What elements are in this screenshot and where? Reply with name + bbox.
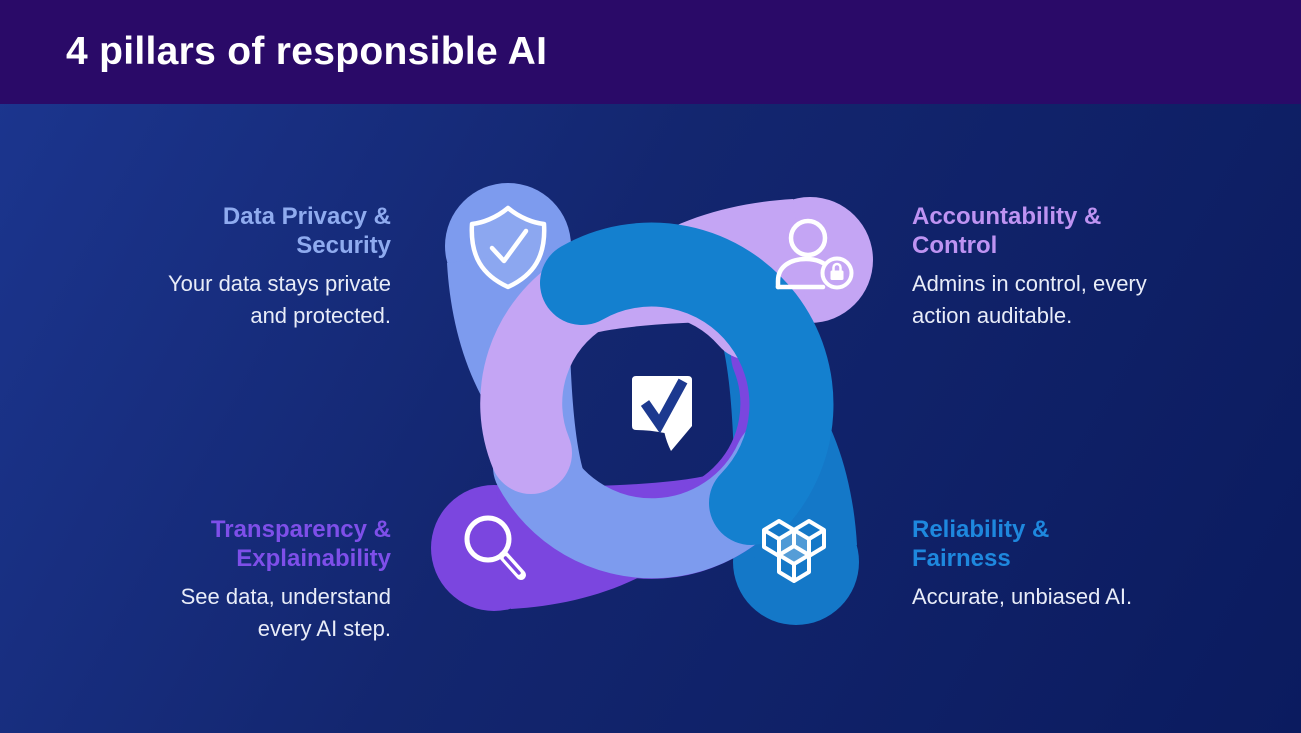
description-line: every AI step. bbox=[257, 616, 391, 641]
pinwheel-knot-graphic bbox=[431, 183, 873, 625]
description-line: Accurate, unbiased AI. bbox=[912, 584, 1133, 609]
pillar-accountability: Accountability & Control Admins in contr… bbox=[912, 202, 1232, 332]
pillar-title-line: Security bbox=[296, 232, 391, 259]
description-line: and protected. bbox=[250, 303, 391, 328]
shield-check-icon bbox=[469, 205, 547, 290]
description-line: Admins in control, every bbox=[912, 271, 1147, 296]
pillar-title-line: Fairness bbox=[912, 545, 1011, 572]
magnifier-icon bbox=[464, 515, 526, 580]
knot-ring bbox=[480, 222, 834, 579]
pillar-title-line: Accountability & bbox=[912, 203, 1102, 230]
header-bar: 4 pillars of responsible AI bbox=[0, 0, 1301, 104]
pillar-title-line: Data Privacy & bbox=[222, 203, 391, 230]
cubes-icon bbox=[762, 519, 826, 583]
ring-segment-blue bbox=[540, 222, 834, 545]
pillar-data-privacy: Data Privacy & Security Your data stays … bbox=[71, 202, 391, 332]
pillar-description: See data, understand every AI step. bbox=[71, 581, 391, 645]
pillar-description: Accurate, unbiased AI. bbox=[912, 581, 1232, 613]
pillar-title-line: Transparency & bbox=[210, 516, 391, 543]
smartsheet-checkmark-logo bbox=[632, 376, 692, 451]
description-line: action auditable. bbox=[912, 303, 1073, 328]
pillar-description: Admins in control, every action auditabl… bbox=[912, 268, 1232, 332]
page-title: 4 pillars of responsible AI bbox=[66, 30, 548, 73]
pillar-description: Your data stays private and protected. bbox=[71, 268, 391, 332]
pillar-reliability: Reliability & Fairness Accurate, unbiase… bbox=[912, 515, 1232, 613]
description-line: See data, understand bbox=[180, 584, 391, 609]
pillar-title-line: Explainability bbox=[236, 545, 391, 572]
description-line: Your data stays private bbox=[168, 271, 391, 296]
pillar-title-line: Reliability & bbox=[912, 516, 1050, 543]
pillar-title-line: Control bbox=[912, 232, 998, 259]
user-lock-icon bbox=[775, 218, 854, 290]
pillar-transparency: Transparency & Explainability See data, … bbox=[71, 515, 391, 645]
